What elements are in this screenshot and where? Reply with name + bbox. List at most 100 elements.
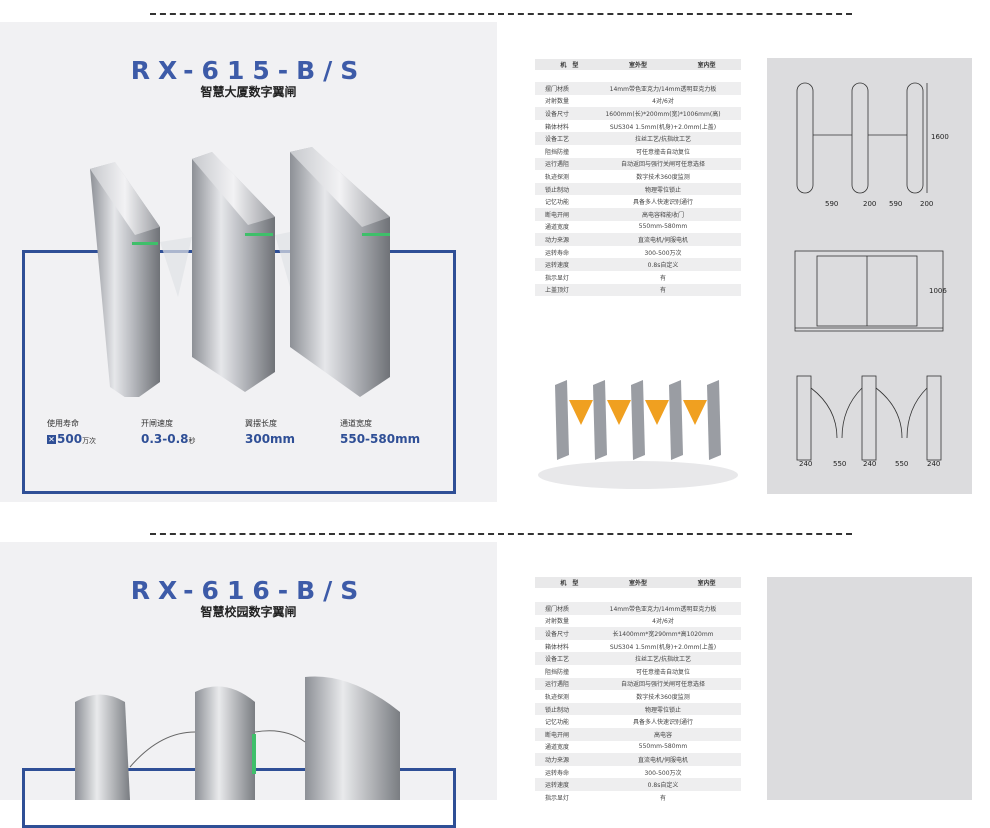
spec-key: 指示显灯 [545, 794, 570, 802]
spec-value: 直流电机/伺服电机 [637, 756, 689, 764]
spec-value: 自动返回与强行关闸可任意选择 [620, 161, 705, 169]
spec-key: 轨迹探测 [545, 693, 570, 701]
spec-key: 阻挡防撞 [545, 668, 570, 676]
spec-key: 运转寿命 [545, 769, 570, 777]
spec-row: 断电开闸高电容释能收门 [535, 207, 741, 221]
model-title: RX-616-B/S [130, 576, 367, 605]
spec-row: 锁止制动物理零位锁止 [535, 182, 741, 196]
spec-value: 0.8s自定义 [647, 262, 679, 270]
spec-value: 4对/6对 [652, 618, 674, 626]
stat-value: 0.3-0.8秒 [141, 432, 196, 446]
spec-key: 运转速度 [545, 262, 570, 270]
spec-row: 动力来源直流电机/伺服电机 [535, 753, 741, 766]
spec-value: 拉丝工艺/抗指纹工艺 [634, 136, 692, 144]
spec-key: 摆门材质 [545, 85, 570, 93]
spec-key: 上盖顶灯 [545, 287, 570, 295]
spec-row: 动力来源直流电机/伺服电机 [535, 233, 741, 246]
spec-key: 设备工艺 [545, 136, 570, 144]
spec-row: 锁止制动物理零位锁止 [535, 702, 741, 716]
spec-row: 箱体材料 SUS304 1.5mm(机身)+2.0mm(上盖) [535, 120, 741, 133]
turnstile-product-image [90, 147, 390, 397]
spec-row: 阻挡防撞可任意撞击自动复位 [535, 145, 741, 158]
spec-key: 运转速度 [545, 782, 570, 790]
multiply-icon: ✕ [47, 435, 56, 444]
spec-value: 550mm-580mm [638, 223, 688, 231]
spec-value: 高电容 [653, 731, 672, 739]
spec-value: SUS304 1.5mm(机身)+2.0mm(上盖) [609, 643, 717, 651]
model-title: RX-615-B/S [130, 56, 367, 85]
spec-row: 设备尺寸 长1400mm*宽290mm*高1020mm [535, 627, 741, 640]
spec-key: 通道宽度 [545, 224, 570, 232]
spec-key: 指示显灯 [545, 274, 570, 282]
spec-row: 箱体材料 SUS304 1.5mm(机身)+2.0mm(上盖) [535, 640, 741, 653]
spec-key: 设备尺寸 [545, 630, 570, 638]
spec-row: 阻挡防撞 可任意撞击自动复位 [535, 665, 741, 678]
spec-row: 轨迹探测数字技术360度监测 [535, 170, 741, 183]
spec-key: 设备工艺 [545, 656, 570, 664]
spec-value: 有 [659, 794, 666, 802]
spec-key: 摆门材质 [545, 605, 570, 613]
dim-bottom-2: 550 [833, 460, 847, 468]
spec-value: 物理零位锁止 [644, 186, 681, 194]
product-hero-615: RX-615-B/S 智慧大厦数字翼闸 使用寿命 ✕500万次 [0, 22, 497, 502]
spec-row: 摆门材质 14mm带色亚克力/14mm透明亚克力板 [535, 82, 741, 95]
dim-top-4: 200 [920, 200, 934, 208]
dim-top-height: 1600 [931, 133, 949, 141]
dim-bottom-5: 240 [927, 460, 941, 468]
spec-key: 运转寿命 [545, 249, 570, 257]
stat-label: 翼摆长度 [245, 419, 277, 428]
spec-key: 锁止制动 [545, 706, 570, 714]
spec-value: 长1400mm*宽290mm*高1020mm [612, 630, 714, 638]
turnstile-lane-photo [535, 370, 741, 495]
spec-row: 运行遇阻自动返回与强行关闸可任意选择 [535, 677, 741, 691]
stat-value: 300mm [245, 432, 296, 446]
spec-key: 箱体材料 [545, 123, 570, 131]
spec-value: 数字技术360度监测 [636, 173, 690, 181]
spec-row: 设备工艺 拉丝工艺/抗指纹工艺 [535, 652, 741, 665]
stat-label: 开闸速度 [141, 419, 173, 428]
dim-top-1: 590 [825, 200, 839, 208]
spec-value: 具备多人快速识别通行 [632, 199, 693, 207]
spec-row: 通道宽度 550mm-580mm [535, 221, 741, 234]
dim-front-height: 1006 [929, 287, 947, 295]
turnstile-product-image [75, 676, 400, 800]
top-view-drawing [794, 82, 944, 461]
technical-drawing-panel-615: 1600 590 200 590 200 1006 240 550 240 55… [767, 58, 972, 494]
spec-value: 可任意撞击自动复位 [635, 668, 690, 676]
spec-value: 有 [659, 274, 666, 282]
spec-key: 箱体材料 [545, 643, 570, 651]
spec-row: 运转寿命 300-500万次 [535, 766, 741, 779]
spec-key: 阻挡防撞 [545, 148, 570, 156]
spec-key: 记忆功能 [545, 719, 570, 727]
spec-value: 具备多人快速识别通行 [632, 719, 693, 727]
spec-row: 轨迹探测 数字技术360度监测 [535, 690, 741, 703]
spec-value: 拉丝工艺/抗指纹工艺 [634, 656, 692, 664]
stat-label: 使用寿命 [47, 419, 79, 428]
dim-top-2: 200 [863, 200, 877, 208]
spec-row: 指示显灯 有 [535, 791, 741, 804]
section-divider-middle [150, 533, 852, 535]
spec-value: 14mm带色亚克力/14mm透明亚克力板 [609, 85, 717, 93]
stat-value: 550-580mm [340, 432, 421, 446]
spec-row: 运行遇阻自动返回与强行关闸可任意选择 [535, 157, 741, 171]
spec-key: 通道宽度 [545, 744, 570, 752]
stat-label: 通道宽度 [340, 419, 372, 428]
spec-key: 动力来源 [545, 236, 570, 244]
dim-bottom-3: 240 [863, 460, 877, 468]
product-subtitle: 智慧校园数字翼闸 [200, 605, 297, 619]
spec-key: 运行遇阻 [545, 681, 570, 689]
product-subtitle: 智慧大厦数字翼闸 [200, 85, 297, 99]
spec-value: 300-500万次 [644, 769, 682, 777]
spec-value: 有 [659, 287, 666, 295]
product-hero-616: RX-616-B/S 智慧校园数字翼闸 [0, 542, 497, 828]
spec-value: 数字技术360度监测 [636, 693, 690, 701]
spec-value: SUS304 1.5mm(机身)+2.0mm(上盖) [609, 123, 717, 131]
